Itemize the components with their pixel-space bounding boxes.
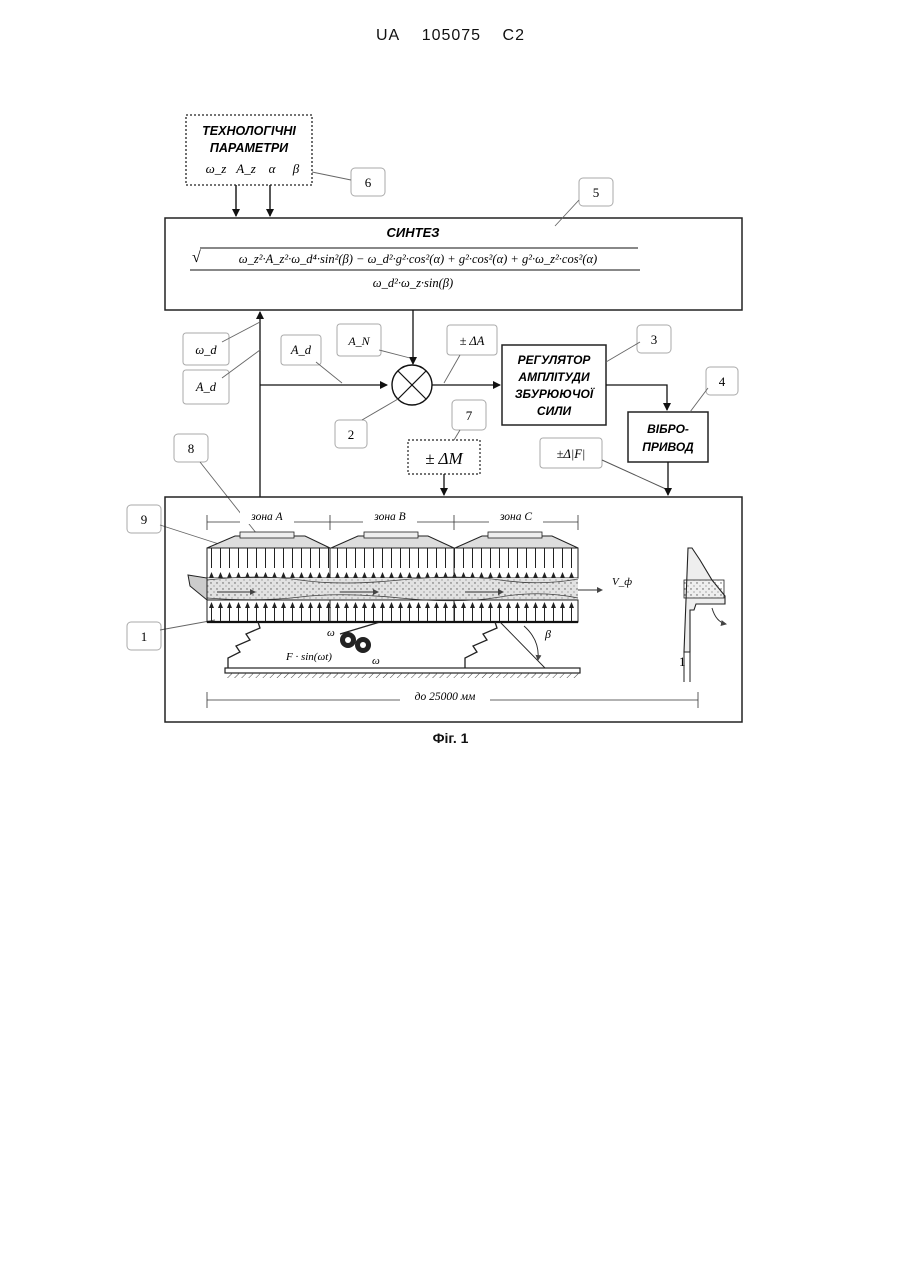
vibrator: ω F · sin(ωt) ω [285,622,380,667]
length-label: до 25000 мм [415,691,476,703]
velocity-label: V_ф [612,576,632,588]
base [225,668,580,678]
beta-label: β [544,627,551,641]
label-a-d-mid: A_d [290,343,312,357]
material-layer: V_ф [188,575,632,601]
delta-f-label: ±Δ|F| [557,447,586,461]
delta-m-box: ± ΔM [408,440,480,474]
vibro-line-1: ВІБРО- [647,422,689,436]
regulator-to-vibro [606,385,667,410]
delta-m-label: ± ΔM [425,449,463,468]
vibro-block: ВІБРО- ПРИВОД [628,412,708,462]
zone-dimensions: зона A зона B зона C [207,510,578,530]
synthesis-denominator: ω_d²·ω_z·sin(β) [373,276,453,290]
tech-params-title-2: ПАРАМЕТРИ [210,141,289,155]
zone-a-label: зона A [250,511,283,523]
callout-4: 4 [719,374,726,389]
label-delta-a: ± ΔA [460,334,485,348]
callout-9: 9 [141,512,148,527]
callout-2: 2 [348,427,355,442]
param-beta: β [292,161,300,176]
regulator-line-2: АМПЛІТУДИ [517,370,590,384]
callout-5: 5 [593,185,600,200]
signal-labels: ω_d A_d A_d A_N ± ΔA [183,322,497,404]
callout-1: 1 [141,629,148,644]
regulator-block: РЕГУЛЯТОР АМПЛІТУДИ ЗБУРЮЮЧОЇ СИЛИ [502,345,606,425]
tech-params-block: ТЕХНОЛОГІЧНІ ПАРАМЕТРИ ω_z A_z α β [186,115,312,185]
param-alpha: α [269,161,277,176]
omega-label: ω [372,655,380,667]
callout-7: 7 [466,408,473,423]
zone-b-label: зона B [373,511,405,523]
synthesis-block: СИНТЕЗ √ ω_z²·A_z²·ω_d⁴·sin²(β) − ω_d²·g… [165,218,742,310]
synthesis-numerator: ω_z²·A_z²·ω_d⁴·sin²(β) − ω_d²·g²·cos²(α)… [239,252,597,266]
regulator-line-3: ЗБУРЮЮЧОЇ [515,386,595,401]
label-a-d-left: A_d [195,380,217,394]
param-omega-z: ω_z [206,161,227,176]
lower-chamber [207,600,578,622]
side-label: 1 [679,654,686,669]
force-label: F · sin(ωt) [285,651,332,663]
synthesis-title: СИНТЕЗ [387,225,441,240]
param-a-z: A_z [235,161,256,176]
length-dimension: до 25000 мм [207,690,698,708]
callout-8: 8 [188,441,195,456]
beta-angle: β [500,622,551,668]
regulator-line-4: СИЛИ [537,404,572,418]
callout-6: 6 [365,175,372,190]
figure-caption: Фіг. 1 [0,730,901,746]
sqrt-sign: √ [192,249,201,266]
omega-small: ω [327,627,335,639]
zone-c-label: зона C [499,511,532,523]
regulator-line-1: РЕГУЛЯТОР [518,353,592,367]
label-a-n: A_N [347,334,370,348]
callout-3: 3 [651,332,658,347]
delta-f-box: ±Δ|F| [540,438,602,468]
vibro-line-2: ПРИВОД [642,440,694,454]
tech-params-title-1: ТЕХНОЛОГІЧНІ [202,124,296,138]
label-omega-d: ω_d [195,343,217,357]
side-view: 1 [679,548,726,682]
